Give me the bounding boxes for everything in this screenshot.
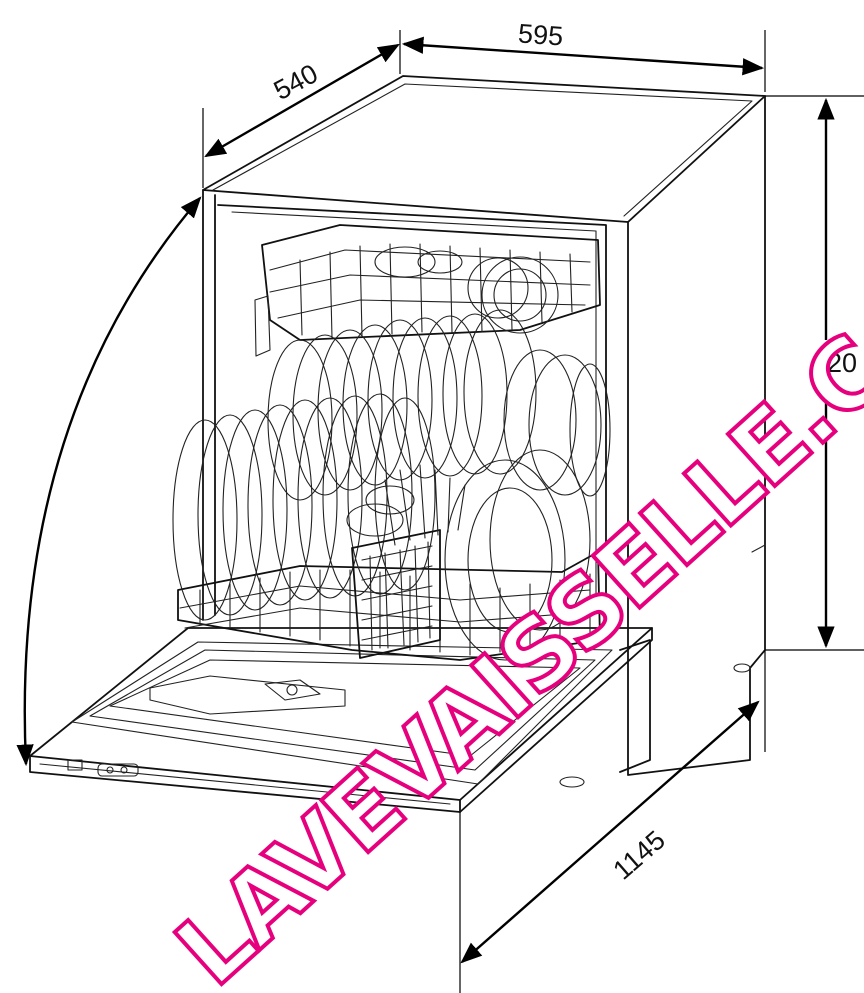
dimension-depth-label: 540 xyxy=(269,58,323,106)
watermark-text: LAVEVAISSELLE.C xyxy=(155,314,864,993)
dimension-width-label: 595 xyxy=(517,18,564,51)
dimension-depth: 540 xyxy=(202,30,401,188)
dimension-height: 820 xyxy=(765,95,864,651)
cutlery-basket xyxy=(351,464,466,659)
dimension-width: 595 xyxy=(401,18,766,92)
dimension-height-label: 820 xyxy=(812,348,857,378)
front-plates xyxy=(172,393,591,661)
lower-basket xyxy=(177,551,601,661)
dimension-door-open-label: 1145 xyxy=(607,825,671,886)
door-swing-arc xyxy=(16,196,202,767)
upper-basket xyxy=(254,224,601,357)
rear-plates xyxy=(267,309,611,501)
